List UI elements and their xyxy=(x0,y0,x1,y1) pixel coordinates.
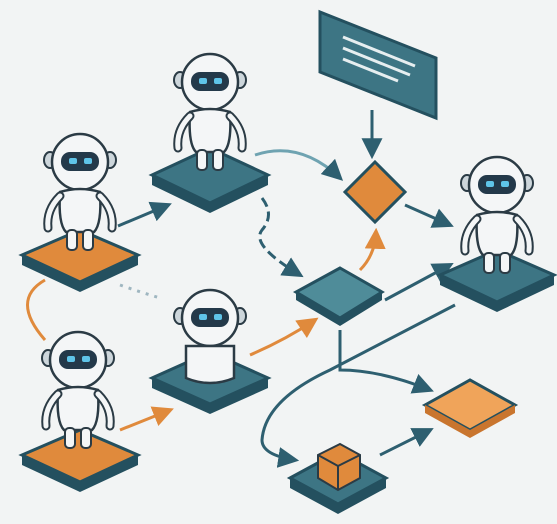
connectors xyxy=(26,110,456,468)
arrow-top-to-diamond xyxy=(254,149,344,181)
arrow-center-to-right xyxy=(384,263,454,302)
decision-diamond xyxy=(342,159,408,225)
arrow-diamond-to-right xyxy=(404,203,454,228)
platform-right xyxy=(436,248,557,312)
robot-middle xyxy=(173,288,247,385)
robot-top-center xyxy=(174,54,246,170)
arrow-left-curve xyxy=(26,278,47,341)
arrow-center-to-output xyxy=(338,330,434,394)
output-platform-right xyxy=(421,378,519,438)
arrow-cube-to-output xyxy=(379,428,434,457)
monitor-sign xyxy=(318,9,438,121)
dotted-trail xyxy=(119,283,161,300)
robot-bottom-left xyxy=(42,332,114,448)
arrow-center-to-diamond xyxy=(358,227,386,272)
process-node-center xyxy=(292,266,385,326)
arrow-bottomleft-to-middle xyxy=(119,406,174,432)
arrow-left-to-top xyxy=(117,201,172,228)
platform-bottom-left xyxy=(18,428,142,492)
arrow-middle-to-center xyxy=(249,317,319,357)
platform-left xyxy=(18,228,142,292)
arrow-top-to-center xyxy=(258,197,304,278)
platform-top-center xyxy=(148,146,272,213)
arrow-right-to-cube xyxy=(260,303,456,468)
output-cube xyxy=(286,442,390,514)
robot-right xyxy=(461,157,533,273)
robot-left xyxy=(44,134,116,250)
